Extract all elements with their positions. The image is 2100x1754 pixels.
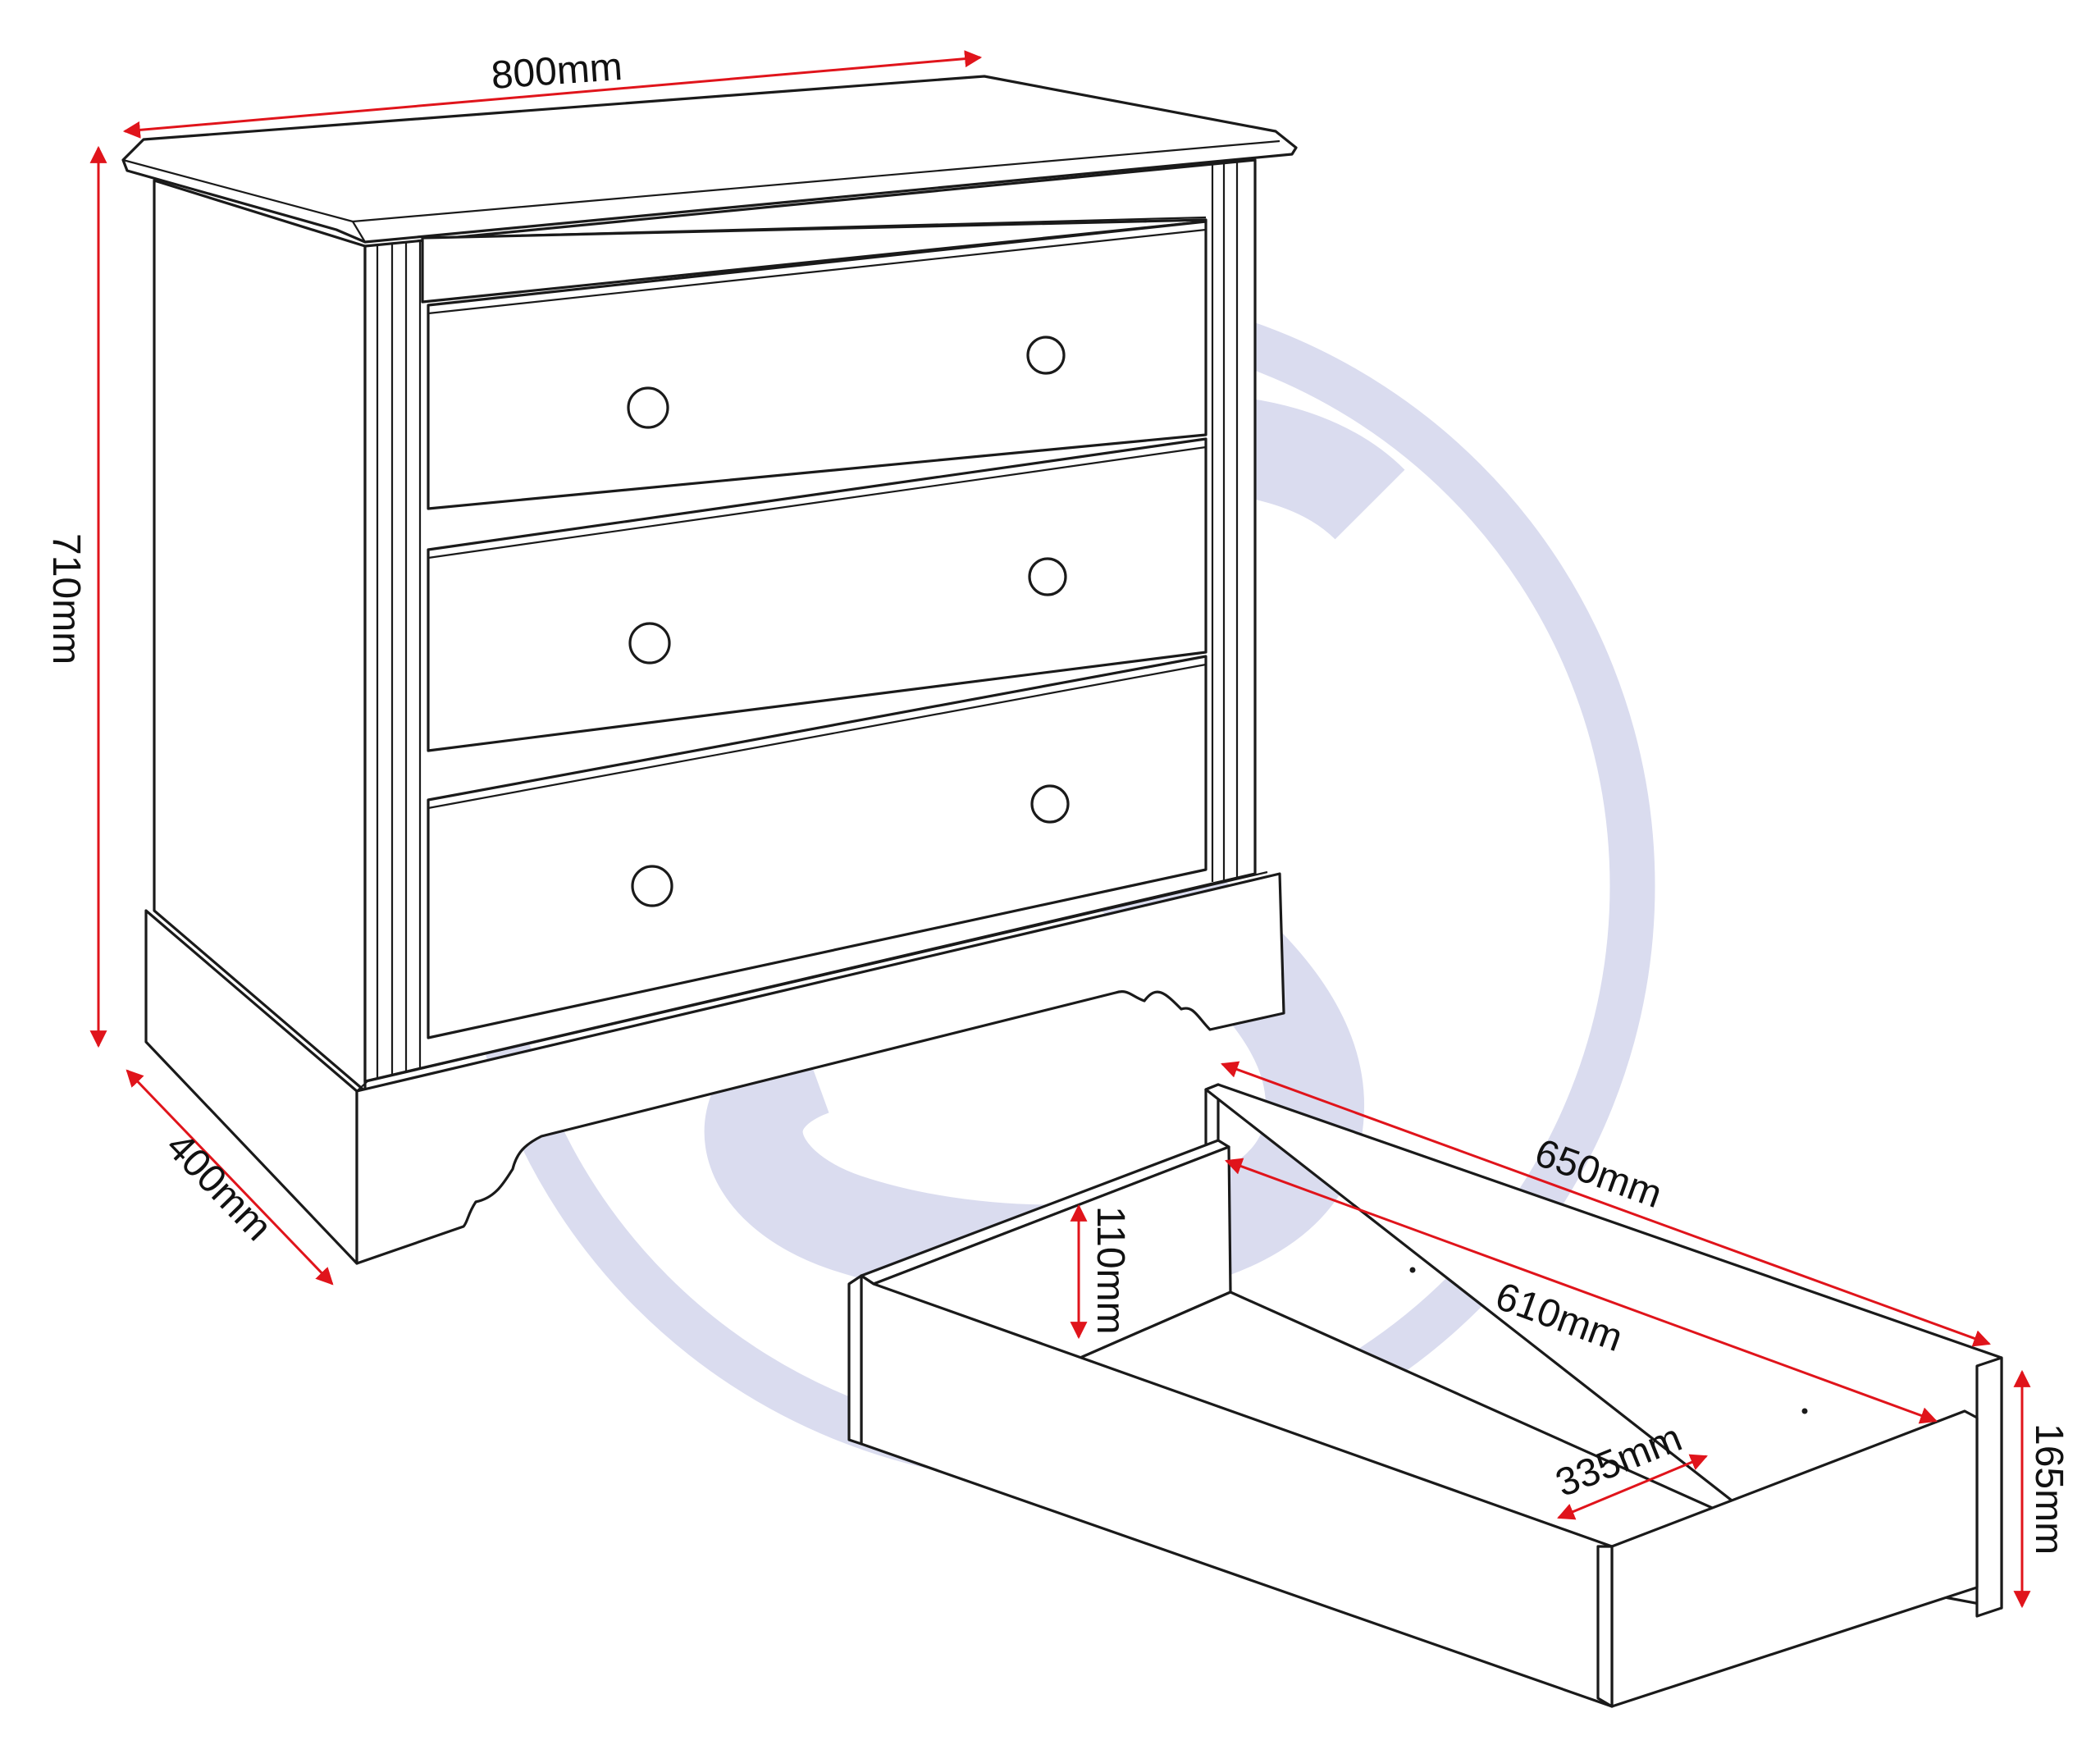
dimension-lines	[89, 50, 2031, 1609]
height-label: 710mm	[44, 533, 88, 665]
width-label: 800mm	[490, 45, 623, 98]
screw-hole	[1409, 1267, 1416, 1273]
depth-arrow	[126, 1069, 334, 1286]
drawer-inner-height-label: 110mm	[1089, 1206, 1132, 1335]
width-arrow	[122, 50, 983, 139]
drawer-box	[847, 1083, 2003, 1708]
screw-hole	[1801, 1408, 1808, 1414]
drawer-front-height-label: 165mm	[2027, 1423, 2070, 1555]
chest-of-drawers	[121, 75, 1298, 1265]
drawer-inner-length-arrow	[1225, 1158, 1938, 1424]
drawer-inner-width-arrow	[1557, 1454, 1708, 1520]
drawer-knobs	[627, 336, 1070, 907]
